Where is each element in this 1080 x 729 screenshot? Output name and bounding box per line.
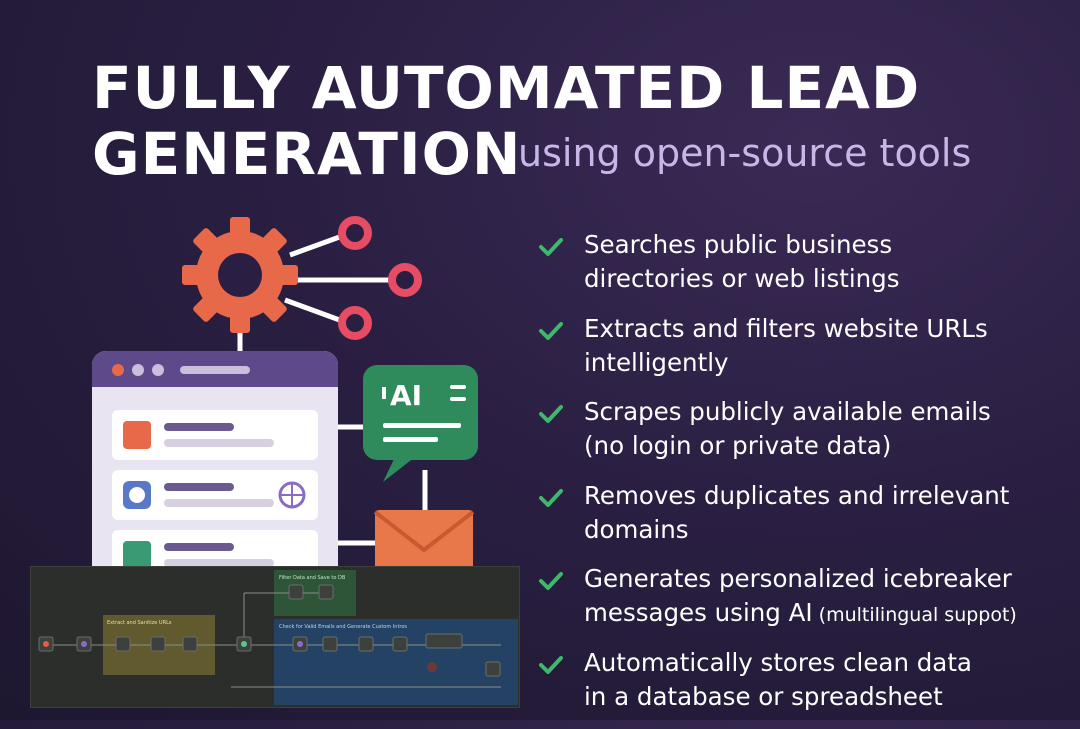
workflow-screenshot: Extract and Sanitize URLs Filter Data an… <box>30 566 520 708</box>
check-icon <box>538 236 564 258</box>
check-icon <box>538 487 564 509</box>
workflow-group-2-label: Filter Data and Save to DB <box>279 575 346 581</box>
workflow-group-1-label: Extract and Sanitize URLs <box>107 620 172 626</box>
feature-text: Scrapes publicly available emails(no log… <box>584 395 991 463</box>
ai-chat-icon: AI <box>363 365 478 482</box>
title-line-2: GENERATION <box>92 120 521 188</box>
check-icon <box>538 570 564 592</box>
subtitle: using open-source tools <box>518 131 971 175</box>
feature-item: Scrapes publicly available emails(no log… <box>538 395 1058 479</box>
check-icon <box>538 403 564 425</box>
title-line-1: FULLY AUTOMATED LEAD <box>92 54 920 122</box>
check-icon <box>538 654 564 676</box>
check-icon <box>538 320 564 342</box>
gear-icon <box>182 217 298 333</box>
ai-label: AI <box>390 379 422 412</box>
browser-window <box>92 351 338 591</box>
workflow-group-3-label: Check for Valid Emails and Generate Cust… <box>279 624 407 630</box>
